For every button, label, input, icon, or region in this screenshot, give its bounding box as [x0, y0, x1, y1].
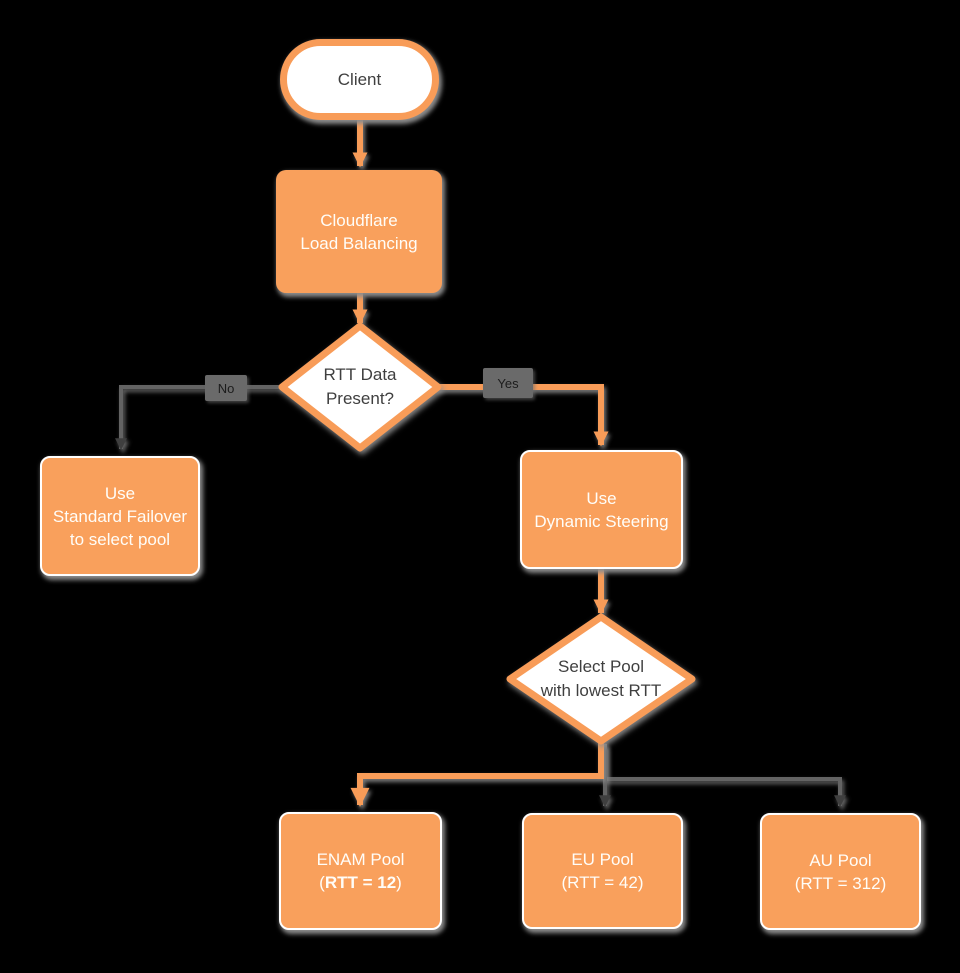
- enam-pool-line2: (RTT = 12): [319, 871, 402, 894]
- load-balancer-line1: Cloudflare: [320, 210, 398, 230]
- dynamic-steering-line1: Use: [586, 488, 617, 508]
- node-au-pool: AU Pool (RTT = 312): [760, 813, 921, 930]
- rtt-decision-line2: Present?: [325, 389, 395, 408]
- node-eu-pool: EU Pool (RTT = 42): [522, 813, 683, 929]
- client-label: Client: [337, 70, 382, 89]
- rtt-decision-line1: RTT Data: [323, 365, 397, 384]
- enam-rtt-value: RTT = 12: [324, 873, 397, 892]
- rtt-decision-shape: [278, 322, 442, 452]
- standard-failover-line3: to select pool: [69, 529, 171, 549]
- select-pool-decision-shape: [506, 613, 696, 745]
- standard-failover-line1: Use: [104, 483, 136, 503]
- au-pool-line2: (RTT = 312): [794, 873, 887, 893]
- node-dynamic-steering: Use Dynamic Steering: [520, 450, 683, 569]
- dynamic-steering-line2: Dynamic Steering: [534, 511, 669, 531]
- eu-pool-line1: EU Pool: [571, 850, 634, 869]
- node-rtt-decision: RTT Data Present?: [282, 326, 438, 448]
- enam-paren-open: (: [319, 873, 325, 892]
- load-balancer-line2: Load Balancing: [300, 233, 418, 253]
- node-load-balancer: Cloudflare Load Balancing: [276, 170, 442, 293]
- edge-label-yes-text: Yes: [497, 375, 519, 391]
- node-standard-failover: Use Standard Failover to select pool: [40, 456, 200, 576]
- enam-pool-line1: ENAM Pool: [316, 850, 405, 869]
- node-enam-pool: ENAM Pool (RTT = 12): [279, 812, 442, 930]
- standard-failover-line2: Standard Failover: [52, 506, 188, 526]
- eu-pool-line2: (RTT = 42): [561, 873, 644, 892]
- select-pool-line1: Select Pool: [558, 657, 644, 676]
- node-select-pool-decision: Select Pool with lowest RTT: [510, 617, 692, 741]
- au-pool-line1: AU Pool: [809, 850, 872, 870]
- edge-decision-no: [115, 385, 284, 451]
- select-pool-line2: with lowest RTT: [540, 681, 662, 700]
- edge-label-no-text: No: [217, 380, 235, 396]
- edge-label-yes: Yes: [483, 368, 533, 398]
- edge-to-au-pool: [603, 744, 846, 808]
- node-client: Client: [280, 39, 439, 120]
- edge-to-enam-pool: [350, 738, 604, 807]
- edge-label-no: No: [205, 375, 247, 401]
- enam-paren-close: ): [396, 873, 402, 892]
